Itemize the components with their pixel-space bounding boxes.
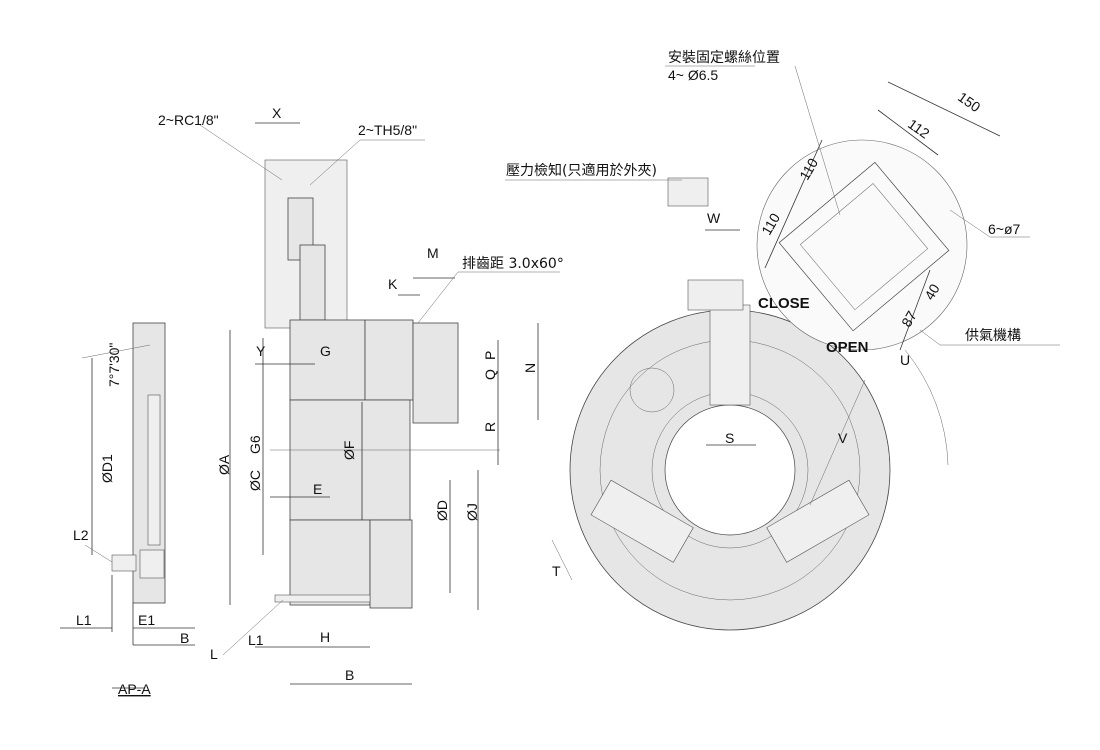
g6-label: G6 xyxy=(247,435,263,454)
d1-label: ØD1 xyxy=(99,454,115,483)
open-label: OPEN xyxy=(826,339,869,356)
pressure-label: 壓力檢知(只適用於外夾) xyxy=(506,162,657,179)
r-label: R xyxy=(482,422,498,432)
w-label: W xyxy=(707,210,721,226)
b-label: B xyxy=(180,630,189,646)
v-label: V xyxy=(838,430,848,446)
x-label: X xyxy=(272,105,282,121)
holes-label: 6~ø7 xyxy=(988,221,1021,237)
u-label: U xyxy=(900,352,910,368)
l1-label: L1 xyxy=(76,612,92,628)
s-label: S xyxy=(725,430,734,446)
e-label: E xyxy=(313,481,322,497)
h-label: H xyxy=(320,629,330,645)
dim-112: 112 xyxy=(905,116,933,142)
section-view xyxy=(199,122,560,685)
m-label: M xyxy=(427,245,439,261)
supply-label: 供氣機構 xyxy=(965,328,1021,344)
y-label: Y xyxy=(256,343,266,359)
l2-label: L2 xyxy=(73,527,89,543)
l-label: L xyxy=(210,646,218,662)
t-label: T xyxy=(552,563,561,579)
serration-label: 排齒距 3.0x60° xyxy=(462,256,564,272)
c-label: ØC xyxy=(247,470,263,491)
rc-label: 2~RC1/8" xyxy=(158,112,219,128)
a-label: ØA xyxy=(216,454,232,475)
d-label: ØD xyxy=(434,500,450,521)
dim-150: 150 xyxy=(955,89,983,116)
j-label: ØJ xyxy=(464,503,480,521)
mount-screw-spec: 4~ Ø6.5 xyxy=(668,67,718,83)
g-label: G xyxy=(320,343,331,359)
angle-label: 7°7'30" xyxy=(106,343,122,387)
close-label: CLOSE xyxy=(758,295,810,312)
dim-87: 87 xyxy=(898,308,920,330)
front-view xyxy=(505,65,1060,631)
side-view-aa xyxy=(60,322,195,689)
section-l1-label: L1 xyxy=(248,632,264,648)
dim-40: 40 xyxy=(921,281,943,303)
p-label: P xyxy=(482,351,498,360)
section-b-label: B xyxy=(345,667,354,683)
view-title: AP-A xyxy=(118,681,151,697)
k-label: K xyxy=(388,276,398,292)
th-label: 2~TH5/8" xyxy=(358,122,417,138)
n-label: N xyxy=(522,363,538,373)
q-label: Q xyxy=(482,369,498,380)
f-label: ØF xyxy=(341,441,357,460)
e1-label: E1 xyxy=(138,612,155,628)
mount-screw-title: 安裝固定螺絲位置 xyxy=(668,50,780,66)
